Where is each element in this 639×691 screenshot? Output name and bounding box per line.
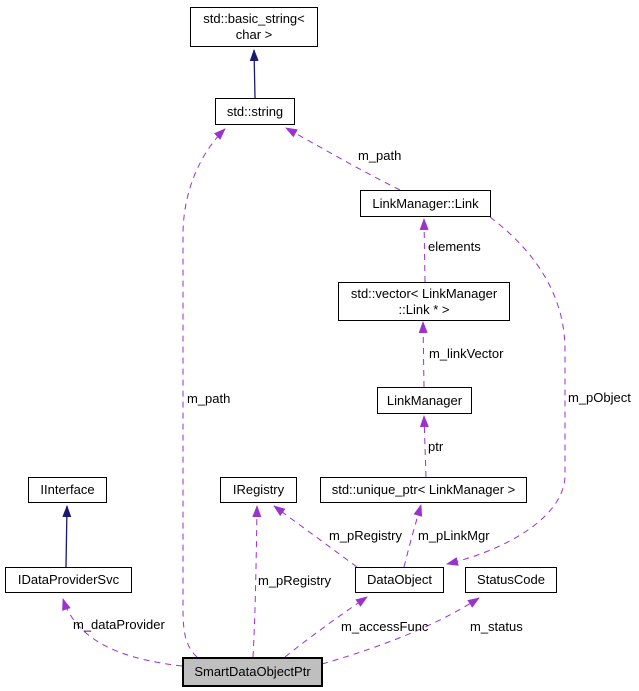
edge-label-elements: elements	[428, 239, 481, 254]
edge-label-m-plinkmgr: m_pLinkMgr	[418, 528, 490, 543]
edge-m-accessfunc-smartptr-to-dataobject	[284, 596, 368, 658]
node-linkmanager-link[interactable]: LinkManager::Link	[360, 190, 491, 217]
edge-label-m-pobject: m_pObject	[568, 390, 631, 405]
node-std-basic-string[interactable]: std::basic_string< char >	[190, 7, 318, 47]
node-dataobject[interactable]: DataObject	[355, 567, 444, 593]
node-linkmanager[interactable]: LinkManager	[377, 387, 472, 414]
edge-label-m-pregistry-lower: m_pRegistry	[258, 573, 331, 588]
node-label: char >	[235, 27, 273, 42]
node-label: LinkManager::Link	[372, 195, 479, 211]
edge-label-m-path-right: m_path	[358, 148, 402, 163]
edge-label-m-status: m_status	[470, 619, 523, 634]
node-statuscode[interactable]: StatusCode	[465, 567, 557, 593]
edge-elements-vector-to-link	[419, 218, 429, 283]
edge-label-m-path-left: m_path	[187, 391, 231, 406]
edge-m-path-link-to-string	[285, 127, 401, 191]
edge-m-path-smartptr-to-string	[182, 128, 226, 658]
node-label: std::basic_string<	[203, 11, 305, 26]
edge-label-m-pregistry-upper: m_pRegistry	[329, 528, 402, 543]
node-label: LinkManager	[386, 392, 463, 408]
edge-label-m-linkvector: m_linkVector	[429, 346, 504, 361]
edge-m-dataprovider-smartptr-to-idataprovidersvc	[62, 598, 183, 667]
edge-inherit-idataprovidersvc-iinterface	[62, 505, 72, 568]
edge-label-m-dataprovider: m_dataProvider	[73, 617, 165, 632]
edge-ptr-uniqueptr-to-linkmanager	[419, 415, 429, 478]
node-label: IDataProviderSvc	[17, 572, 120, 587]
node-label: std::unique_ptr< LinkManager >	[331, 482, 516, 497]
node-std-vector-link-ptr[interactable]: std::vector< LinkManager ::Link * >	[338, 282, 510, 321]
node-label: DataObject	[366, 572, 433, 587]
edge-m-status-smartptr-to-statuscode	[321, 597, 480, 665]
node-iregistry[interactable]: IRegistry	[220, 477, 297, 503]
edge-m-linkvector-linkmanager-to-vector	[418, 321, 428, 388]
node-idataprovidersvc[interactable]: IDataProviderSvc	[5, 567, 132, 593]
node-label: SmartDataObjectPtr	[194, 664, 311, 679]
node-label: IRegistry	[232, 482, 285, 497]
edge-inherit-string-basicstring	[249, 49, 259, 99]
node-std-string[interactable]: std::string	[215, 98, 295, 125]
node-smartdataobjectptr[interactable]: SmartDataObjectPtr	[182, 657, 323, 687]
node-std-unique-ptr-linkmanager[interactable]: std::unique_ptr< LinkManager >	[320, 477, 527, 503]
edge-label-m-accessfunc: m_accessFunc	[341, 619, 429, 634]
edge-m-plinkmgr-dataobject-to-uniqueptr	[403, 504, 423, 568]
edge-m-pregistry-smartptr-to-iregistry	[252, 505, 262, 658]
node-label: ::Link * >	[398, 301, 450, 317]
edge-label-ptr: ptr	[428, 439, 444, 454]
edge-m-pobject-link-to-dataobject	[446, 216, 566, 566]
node-label: IInterface	[40, 482, 95, 497]
node-label: StatusCode	[477, 572, 545, 587]
node-iinterface[interactable]: IInterface	[28, 477, 107, 503]
node-label: std::string	[226, 103, 284, 119]
node-label: std::vector< LinkManager	[350, 285, 498, 301]
